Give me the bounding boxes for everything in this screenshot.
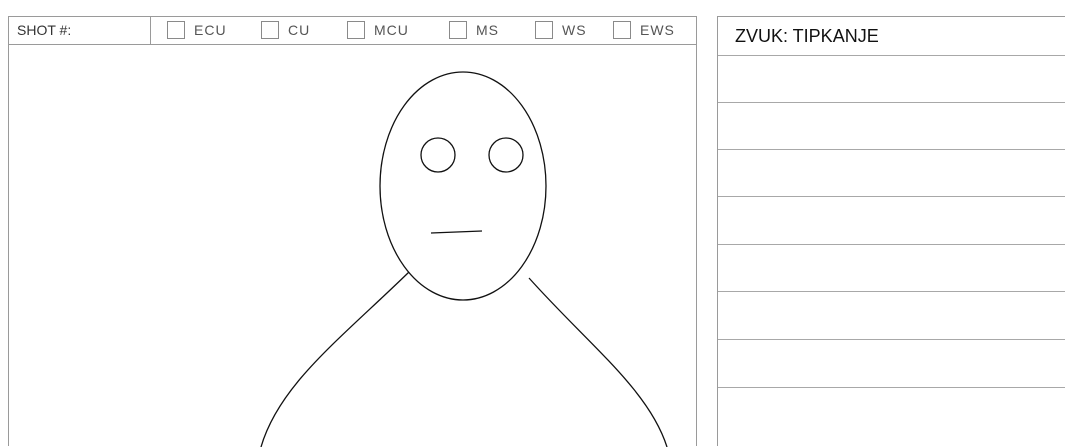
note-rule [718, 244, 1065, 245]
ws-label: WS [562, 21, 587, 39]
ecu-label: ECU [194, 21, 227, 39]
shot-option-ms[interactable]: MS [449, 20, 499, 40]
ws-checkbox[interactable] [535, 21, 553, 39]
ms-label: MS [476, 21, 499, 39]
notes-panel: ZVUK: TIPKANJE [717, 16, 1065, 446]
note-rule [718, 291, 1065, 292]
shot-type-header: SHOT #: ECU CU MCU MS WS EWS [9, 17, 696, 45]
storyboard-frame: SHOT #: ECU CU MCU MS WS EWS [8, 16, 697, 446]
note-rule [718, 149, 1065, 150]
ms-checkbox[interactable] [449, 21, 467, 39]
note-rule [718, 196, 1065, 197]
shot-number-label: SHOT #: [9, 17, 151, 44]
shot-option-mcu[interactable]: MCU [347, 20, 409, 40]
head-outline [380, 72, 546, 300]
note-rule [718, 102, 1065, 103]
shot-option-ews[interactable]: EWS [613, 20, 675, 40]
shot-option-ecu[interactable]: ECU [167, 20, 227, 40]
right-eye [489, 138, 523, 172]
mcu-label: MCU [374, 21, 409, 39]
note-rule [718, 387, 1065, 388]
left-shoulder-line [261, 272, 409, 447]
mouth-line [431, 231, 482, 233]
stick-figure-sketch [9, 45, 696, 447]
note-rule [718, 339, 1065, 340]
cu-label: CU [288, 21, 310, 39]
shot-option-ws[interactable]: WS [535, 20, 587, 40]
ews-label: EWS [640, 21, 675, 39]
mcu-checkbox[interactable] [347, 21, 365, 39]
shot-option-cu[interactable]: CU [261, 20, 310, 40]
sound-note-title: ZVUK: TIPKANJE [735, 24, 879, 48]
ews-checkbox[interactable] [613, 21, 631, 39]
ecu-checkbox[interactable] [167, 21, 185, 39]
cu-checkbox[interactable] [261, 21, 279, 39]
note-rule [718, 55, 1065, 56]
right-shoulder-line [529, 278, 667, 447]
left-eye [421, 138, 455, 172]
